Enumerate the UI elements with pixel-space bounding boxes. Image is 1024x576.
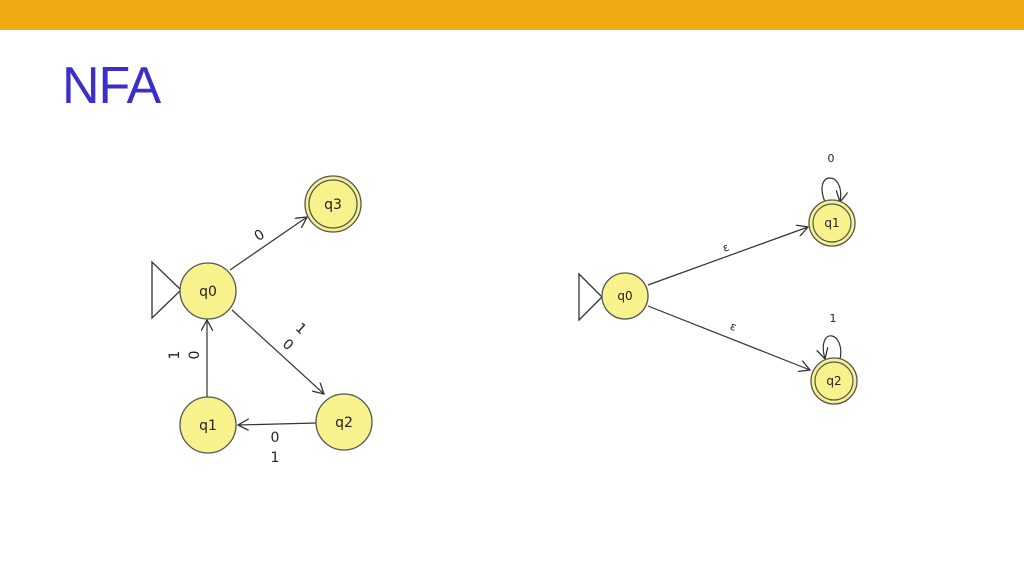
left-state-q2-label: q2	[335, 415, 353, 431]
left-label-q2-q1-a: 0	[271, 430, 280, 446]
right-nfa-diagram: ε ε 0 1 q0 q1 q2	[578, 152, 858, 405]
left-state-q3-label: q3	[324, 197, 342, 213]
right-state-q2-label: q2	[826, 374, 841, 388]
left-label-q1-q0-a: 1	[167, 351, 183, 360]
left-nfa-diagram: 0 1 0 0 1 1 0 q0 q3 q1 q2	[151, 175, 373, 466]
left-state-q3: q3	[304, 175, 362, 233]
right-state-q0-label: q0	[617, 289, 632, 303]
left-label-q1-q0-b: 0	[187, 351, 203, 360]
left-state-q0-label: q0	[199, 284, 217, 300]
right-state-q2: q2	[810, 357, 858, 405]
right-label-q0-q1: ε	[721, 241, 731, 255]
right-loop-q1	[821, 177, 841, 202]
left-edge-q0-q3	[229, 217, 307, 271]
right-label-q1-loop: 0	[828, 152, 835, 165]
right-start-marker	[578, 272, 603, 322]
left-label-q0-q2-b: 0	[279, 336, 296, 354]
left-start-marker	[151, 260, 182, 320]
left-edge-q0-q2	[231, 309, 324, 394]
right-state-q0: q0	[601, 272, 649, 320]
left-label-q0-q3: 0	[252, 227, 268, 245]
left-label-q2-q1-b: 1	[271, 450, 280, 466]
left-label-q0-q2-a: 1	[292, 320, 309, 338]
right-label-q2-loop: 1	[830, 312, 837, 325]
left-state-q2: q2	[315, 393, 373, 451]
left-state-q1: q1	[179, 396, 237, 454]
top-accent-bar	[0, 0, 1024, 30]
left-state-q1-label: q1	[199, 418, 217, 434]
right-state-q1-label: q1	[824, 216, 839, 230]
right-edge-q0-q1	[647, 227, 808, 286]
slide-title: NFA	[62, 57, 161, 115]
left-state-q0: q0	[179, 262, 237, 320]
right-edge-q0-q2	[647, 305, 810, 370]
right-state-q1: q1	[808, 199, 856, 247]
right-label-q0-q2: ε	[728, 320, 738, 334]
left-edge-q2-q1	[238, 423, 317, 425]
right-loop-q2	[823, 335, 842, 360]
